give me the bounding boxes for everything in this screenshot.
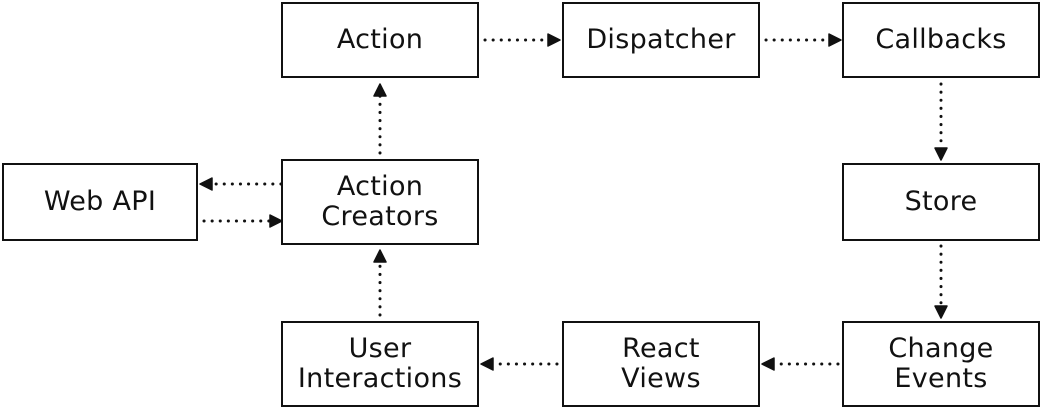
node-react-views: React Views — [562, 321, 760, 407]
edge-user-interactions-to-action-creators — [373, 249, 387, 317]
node-label: Web API — [43, 186, 157, 217]
node-change-events: Change Events — [842, 321, 1040, 407]
arrowhead — [373, 83, 387, 97]
edge-dispatcher-to-callbacks — [764, 33, 842, 47]
node-label-line-2: Creators — [321, 201, 439, 232]
node-label: Callbacks — [875, 24, 1007, 55]
node-label-line-2: Interactions — [297, 363, 463, 394]
node-label-line-2: Views — [621, 363, 701, 394]
node-action-creators: Action Creators — [281, 159, 479, 245]
node-label-line-1: User — [348, 333, 412, 364]
edge-react-views-to-user-interactions — [480, 357, 559, 371]
node-action: Action — [281, 2, 479, 78]
node-label-line-2: Events — [894, 363, 988, 394]
node-dispatcher: Dispatcher — [562, 2, 760, 78]
node-label-line-1: Action — [336, 171, 424, 202]
edge-action-creators-to-web-api — [199, 177, 283, 191]
node-callbacks: Callbacks — [842, 2, 1040, 78]
edge-change-events-to-react-views — [761, 357, 840, 371]
node-label: Dispatcher — [586, 24, 736, 55]
node-label: Action — [336, 24, 424, 55]
edge-store-to-change-events — [934, 244, 948, 319]
edge-action-creators-to-action — [373, 83, 387, 155]
arrowhead — [761, 357, 775, 371]
edge-web-api-to-action-creators — [202, 214, 283, 228]
arrowhead — [934, 305, 948, 319]
arrowhead — [547, 33, 561, 47]
node-label-line-1: React — [622, 333, 700, 364]
edge-callbacks-to-store — [934, 82, 948, 161]
node-label: Store — [904, 186, 978, 217]
arrowhead — [199, 177, 213, 191]
node-user-interactions: User Interactions — [281, 321, 479, 407]
arrowhead — [828, 33, 842, 47]
arrowhead — [373, 249, 387, 263]
node-store: Store — [842, 163, 1040, 241]
arrowhead — [934, 147, 948, 161]
node-label-line-1: Change — [888, 333, 994, 364]
node-web-api: Web API — [2, 163, 198, 241]
edge-action-to-dispatcher — [483, 33, 561, 47]
arrowhead — [269, 214, 283, 228]
arrowhead — [480, 357, 494, 371]
